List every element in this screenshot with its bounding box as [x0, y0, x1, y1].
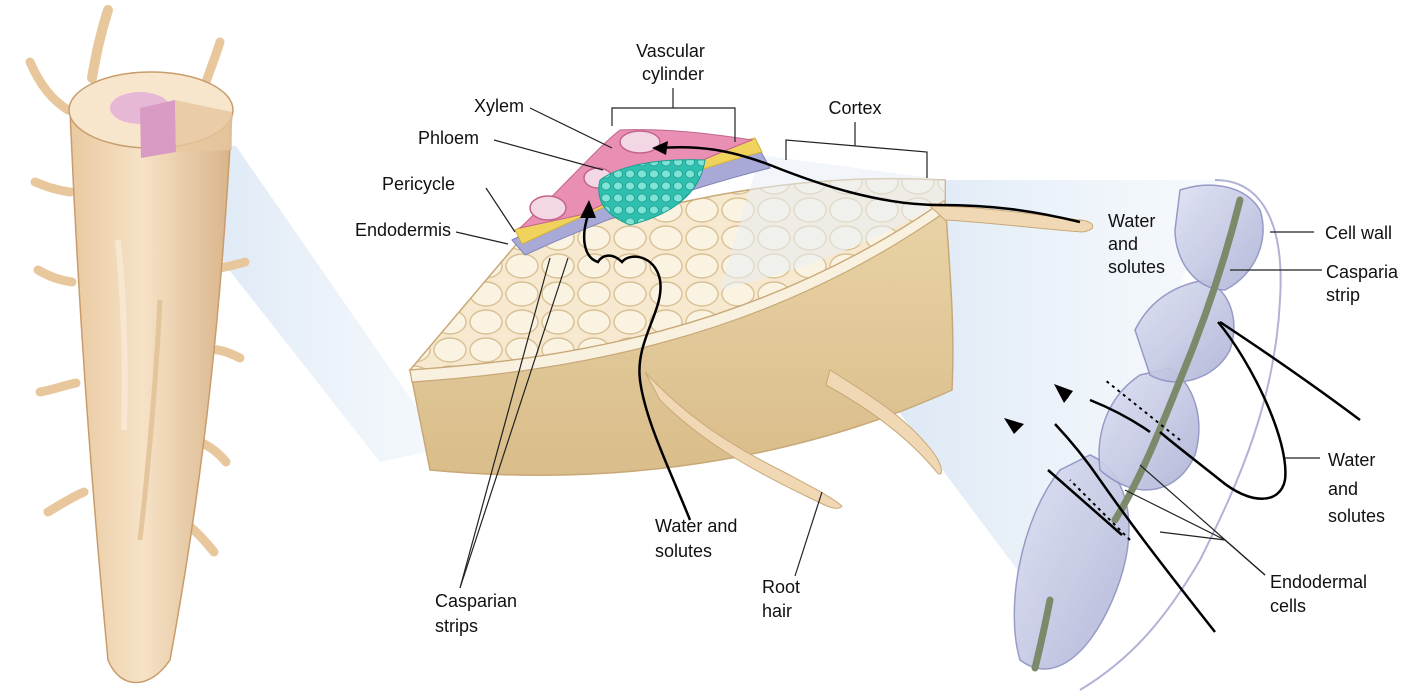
root-body	[70, 110, 232, 683]
label-cortex: Cortex	[828, 98, 881, 118]
root-illustration	[30, 10, 245, 683]
root-hair-strand	[35, 182, 70, 192]
label-endodermis: Endodermis	[355, 220, 451, 240]
root-hair-strand	[38, 270, 72, 282]
root-hair-strand	[30, 62, 68, 110]
leader-root-hair	[795, 492, 822, 576]
label-vascular-cylinder: Vascular cylinder	[636, 41, 710, 84]
label-water-and-solutes-right: Water and solutes	[1328, 450, 1385, 526]
root-hair-strand	[40, 383, 76, 392]
label-water-and-solutes-bottom: Water and solutes	[655, 516, 742, 561]
label-xylem: Xylem	[474, 96, 524, 116]
label-cell-wall: Cell wall	[1325, 223, 1392, 243]
label-root-hair: Root hair	[762, 577, 805, 621]
leader-endodermal-3	[1160, 532, 1225, 540]
leader-xylem	[530, 108, 612, 148]
label-pericycle: Pericycle	[382, 174, 455, 194]
leader-phloem	[494, 140, 603, 170]
water-flow-arrow	[1220, 322, 1360, 420]
root-hair-strand	[205, 42, 220, 85]
leader-pericycle	[486, 188, 515, 232]
leader-endodermal-2	[1125, 490, 1265, 575]
root-hair-strand	[48, 492, 84, 512]
label-casparian-strips: Casparian strips	[435, 591, 522, 636]
root-hair-strand	[92, 10, 108, 78]
label-casparia-strip: Casparia strip	[1326, 262, 1403, 305]
leader-endodermis	[456, 232, 508, 244]
xylem-vessel	[530, 196, 566, 220]
root-cutaway-wedge	[140, 100, 176, 158]
xylem-vessel	[620, 131, 660, 153]
label-endodermal-cells: Endodermal cells	[1270, 572, 1372, 616]
label-phloem: Phloem	[418, 128, 479, 148]
